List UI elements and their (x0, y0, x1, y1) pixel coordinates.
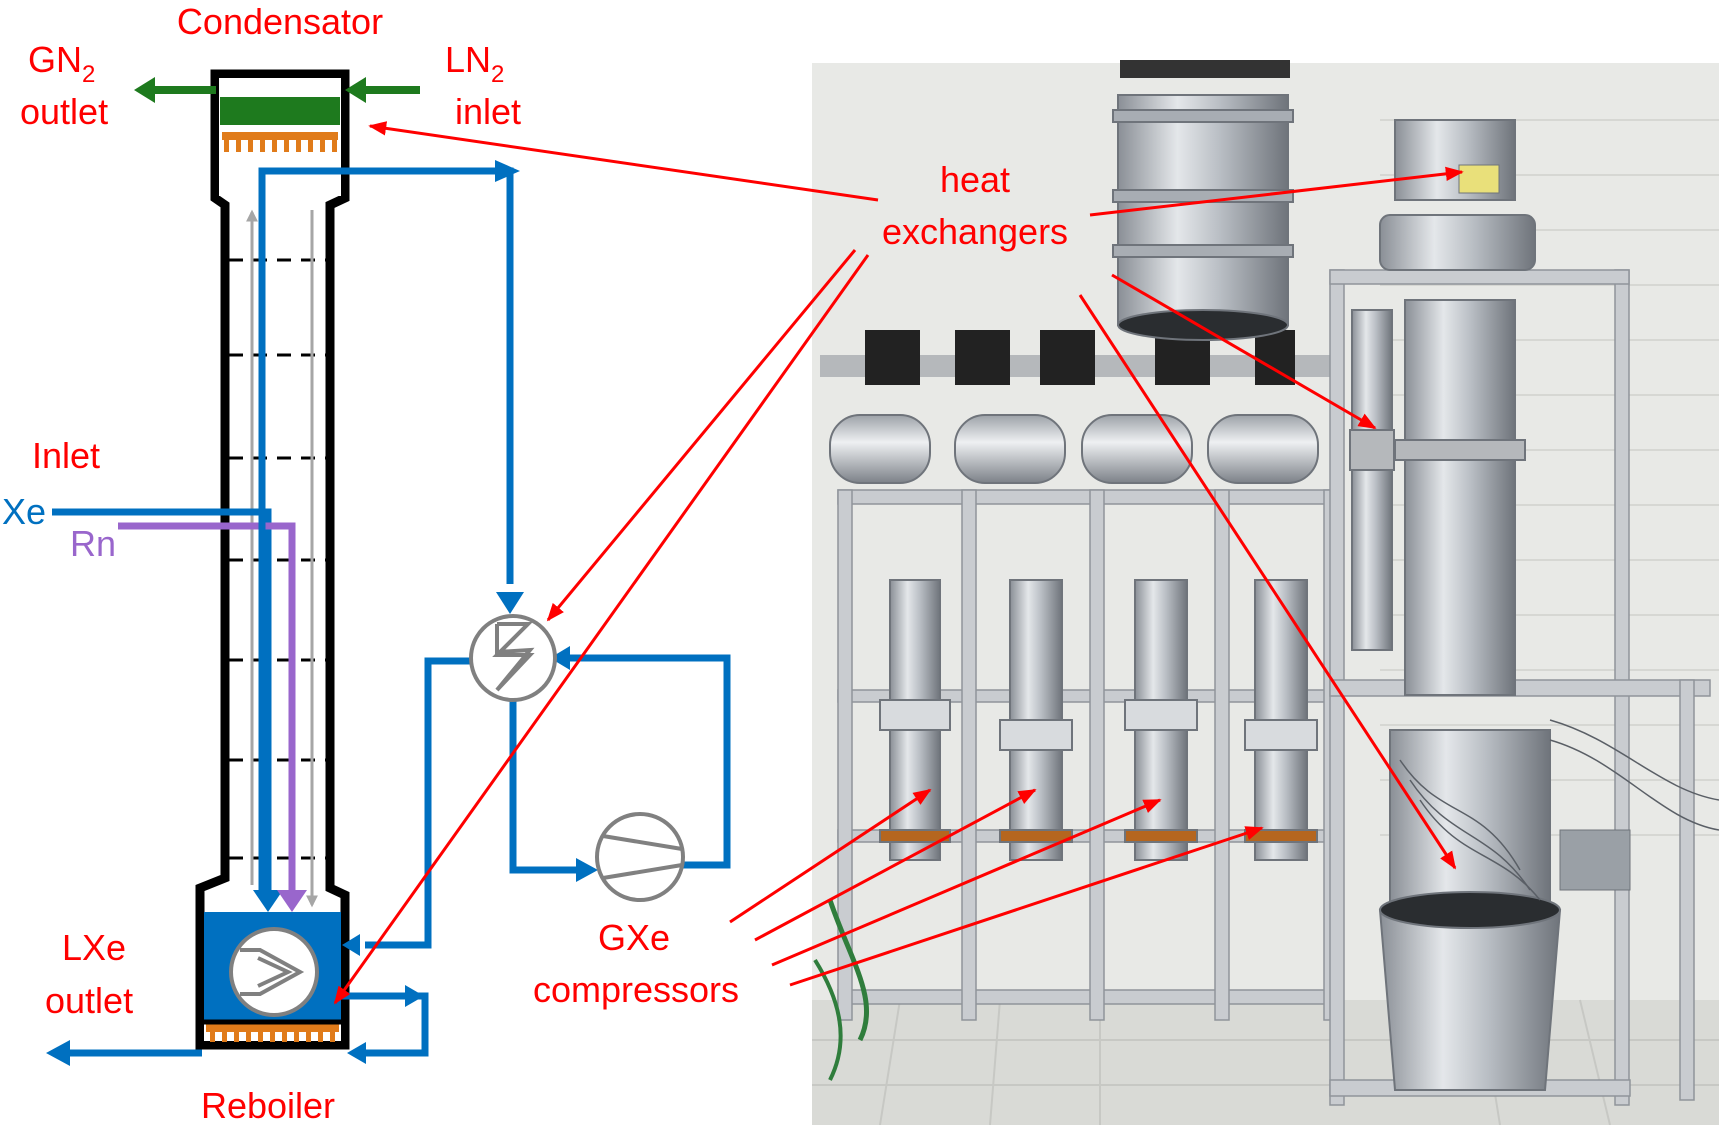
compressor-icon (595, 812, 685, 902)
labels: Condensator GN2 outlet LN2 inlet Inlet X… (2, 1, 1068, 1125)
lxe-outlet-label: LXe (62, 927, 126, 968)
compressor-to-hx-pipe (565, 654, 731, 869)
reboiler-heater (206, 1024, 339, 1032)
annotation-pointers (333, 121, 1464, 1005)
xe-label: Xe (2, 491, 46, 532)
column-outline (195, 69, 350, 1050)
ln2-inlet-label-line2: inlet (455, 91, 521, 132)
hx-to-compressor-pipe (509, 698, 580, 874)
condensator-label: Condensator (177, 1, 383, 42)
rn-label: Rn (70, 523, 116, 564)
xe-inlet-pipe (52, 508, 272, 895)
heat-exchangers-label: heat (940, 159, 1010, 200)
heat-exchanger-icon (229, 927, 319, 1017)
heat-exchangers-label-line2: exchangers (882, 211, 1068, 252)
heat-exchanger-icon (469, 614, 557, 702)
column-trays (229, 258, 326, 860)
gxe-compressors-label-line2: compressors (533, 969, 739, 1010)
hx-to-reboiler-pipe (365, 657, 470, 949)
condenser-ln2-bath (220, 97, 340, 125)
column-schematic (46, 69, 731, 1066)
condenser-cold-head (222, 132, 338, 140)
vapour-return-pipe (258, 167, 514, 895)
rn-inlet-pipe (118, 522, 296, 895)
reboiler-label: Reboiler (201, 1085, 335, 1125)
reboiler-coil-loop (342, 992, 429, 1057)
reboiler-heater-fins (210, 1032, 335, 1042)
gn2-outlet-label-line2: outlet (20, 91, 108, 132)
gn2-outlet-label: GN2 (28, 39, 95, 88)
inlet-label: Inlet (32, 435, 100, 476)
condenser-fins (224, 140, 337, 152)
lxe-outlet-label-line2: outlet (45, 980, 133, 1021)
gxe-compressors-label: GXe (598, 917, 670, 958)
ln2-inlet-label: LN2 (445, 39, 504, 88)
